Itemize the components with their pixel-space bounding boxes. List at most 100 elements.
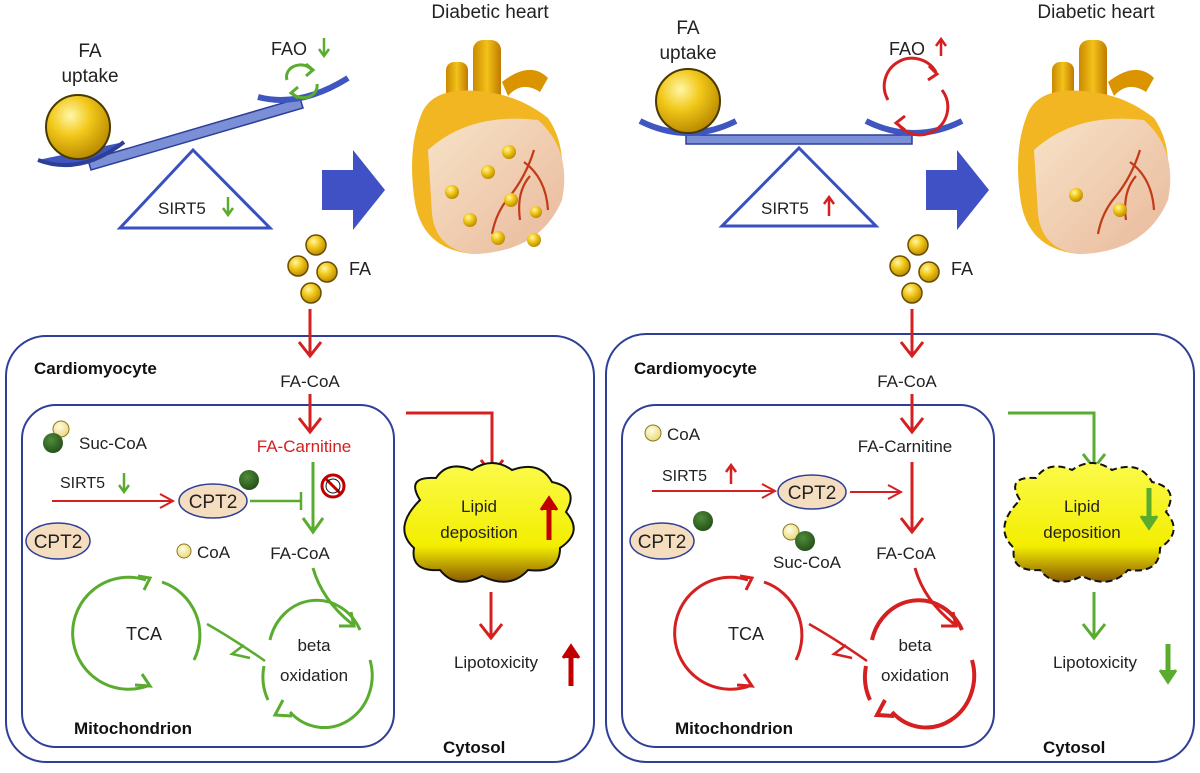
left-prohibited-icon <box>320 473 346 499</box>
left-sirt5-inner-down-arrow-icon <box>117 473 131 495</box>
left-arrow-facarnitine-to-facoa <box>301 462 325 535</box>
left-beta-oxidation-cycle-icon <box>261 598 374 729</box>
right-mitochondrion-label: Mitochondrion <box>675 719 793 738</box>
right-fao-label: FAO <box>889 39 925 59</box>
left-cardiomyocyte-box <box>5 335 595 763</box>
right-sirt5-up-arrow-icon <box>822 194 836 216</box>
right-sirt5-label: SIRT5 <box>761 199 809 218</box>
left-cpt2-left-label: CPT2 <box>34 532 83 553</box>
left-fa-coa-top-label: FA-CoA <box>280 372 340 391</box>
left-tca-label: TCA <box>126 624 162 644</box>
left-lipid-cloud <box>403 462 575 583</box>
left-fa-uptake-line1: FA <box>78 41 102 62</box>
right-tca-cycle-icon <box>673 574 804 691</box>
left-arrow-sirt5-to-cpt2 <box>52 493 176 509</box>
left-fa-balls-icon <box>287 234 338 304</box>
right-coa-icon <box>644 424 662 442</box>
right-lipid-cloud <box>1003 462 1175 583</box>
left-fa-label: FA <box>349 259 371 279</box>
left-seesaw-beam <box>87 97 304 171</box>
left-coa-icon <box>176 543 192 559</box>
right-cpt2-succinyl-icon <box>693 511 713 531</box>
left-arrow-facoa-to-facarnitine <box>297 394 323 435</box>
right-heart-icon <box>1018 40 1171 254</box>
right-arrow-cpt2-to-pathway <box>850 484 904 500</box>
right-arrow-lipid-to-lipotoxicity <box>1081 592 1107 641</box>
left-cytosol-label: Cytosol <box>443 738 505 757</box>
right-fa-carnitine-label: FA-Carnitine <box>858 437 952 456</box>
left-fao-cycle-icon <box>285 62 319 100</box>
right-diabetic-heart-label: Diabetic heart <box>1037 2 1155 23</box>
right-fa-coa-top-label: FA-CoA <box>877 372 937 391</box>
right-beta-oxidation-cycle-icon <box>862 598 977 730</box>
right-coa-label: CoA <box>667 425 701 444</box>
left-sirt5-inner-label: SIRT5 <box>60 475 105 492</box>
right-suc-coa-icon <box>782 523 815 551</box>
left-fa-coa-inner-label: FA-CoA <box>270 544 330 563</box>
right-fao-up-arrow-icon <box>934 36 948 56</box>
left-suc-coa-label: Suc-CoA <box>79 434 148 453</box>
right-cytosol-label: Cytosol <box>1043 738 1105 757</box>
right-arrow-facoa-to-facarnitine <box>899 394 925 435</box>
left-cpt2-left-ellipse <box>25 522 91 560</box>
right-arrow-to-lipid <box>1008 411 1107 471</box>
right-mitochondrion-box <box>621 404 995 748</box>
right-sirt5-inner-up-arrow-icon <box>724 462 738 484</box>
right-fa-label: FA <box>951 259 973 279</box>
left-fa-ball-icon <box>45 94 111 160</box>
right-cardiomyocyte-box <box>605 333 1195 763</box>
right-arrow-sirt5-to-cpt2 <box>652 483 778 499</box>
right-beta-label: beta <box>898 636 932 655</box>
left-sirt5-label: SIRT5 <box>158 199 206 218</box>
left-fa-carnitine-label: FA-Carnitine <box>257 437 351 456</box>
right-cardiomyocyte-label: Cardiomyocyte <box>634 359 757 378</box>
right-seesaw-right-pan <box>864 118 964 136</box>
right-seesaw <box>638 68 964 228</box>
right-oxidation-label: oxidation <box>881 666 949 685</box>
left-coa-label: CoA <box>197 543 231 562</box>
left-beta-label: beta <box>297 636 331 655</box>
right-arrow-beta-to-tca <box>808 622 868 663</box>
left-arrow-beta-to-tca <box>206 622 266 663</box>
left-cardiomyocyte-label: Cardiomyocyte <box>34 359 157 378</box>
right-fao-cycle-icon <box>882 56 950 137</box>
left-lipid-up-arrow-icon <box>539 495 559 540</box>
left-heart-icon <box>412 40 565 254</box>
right-fa-uptake-line1: FA <box>676 18 700 39</box>
right-lipid-down-arrow-icon <box>1139 488 1159 531</box>
right-cpt2-left-ellipse <box>629 522 695 560</box>
left-big-arrow-icon <box>322 150 385 230</box>
right-lipid-label-line2: deposition <box>1043 523 1121 542</box>
right-suc-coa-label: Suc-CoA <box>773 553 842 572</box>
right-lipotoxicity-down-arrow-icon <box>1158 644 1178 685</box>
left-mitochondrion-label: Mitochondrion <box>74 719 192 738</box>
left-arrow-facoa-to-beta <box>311 567 356 628</box>
right-tca-label: TCA <box>728 624 764 644</box>
right-arrow-fa-to-facoa <box>899 309 925 359</box>
right-sirt5-inner-label: SIRT5 <box>662 468 707 485</box>
right-fa-ball-icon <box>655 68 721 134</box>
right-cpt2-center-ellipse <box>777 474 847 510</box>
right-fa-coa-inner-label: FA-CoA <box>876 544 936 563</box>
left-cpt2-inhibition-arrow <box>250 492 303 510</box>
left-panel: FA uptake FAO SIRT5 Diabetic heart <box>5 2 595 763</box>
left-cpt2-center-ellipse <box>178 483 248 519</box>
left-lipid-label-line1: Lipid <box>461 497 497 516</box>
right-seesaw-beam <box>685 134 913 145</box>
left-fa-uptake-line2: uptake <box>61 66 118 87</box>
right-fa-balls-icon <box>889 234 940 304</box>
right-panel: FA uptake FAO SIRT5 Diabetic heart <box>605 2 1195 763</box>
left-mitochondrion-box <box>21 404 395 748</box>
left-sirt5-down-arrow-icon <box>221 197 235 218</box>
right-lipotoxicity-label: Lipotoxicity <box>1053 653 1138 672</box>
left-lipotoxicity-up-arrow-icon <box>561 643 581 686</box>
left-fao-down-arrow-icon <box>317 38 331 59</box>
left-oxidation-label: oxidation <box>280 666 348 685</box>
right-lipid-label-line1: Lipid <box>1064 497 1100 516</box>
left-arrow-fa-to-facoa <box>297 309 323 359</box>
right-fa-uptake-line2: uptake <box>659 43 716 64</box>
right-arrow-facoa-to-beta <box>913 567 958 628</box>
left-diabetic-heart-label: Diabetic heart <box>431 2 549 23</box>
